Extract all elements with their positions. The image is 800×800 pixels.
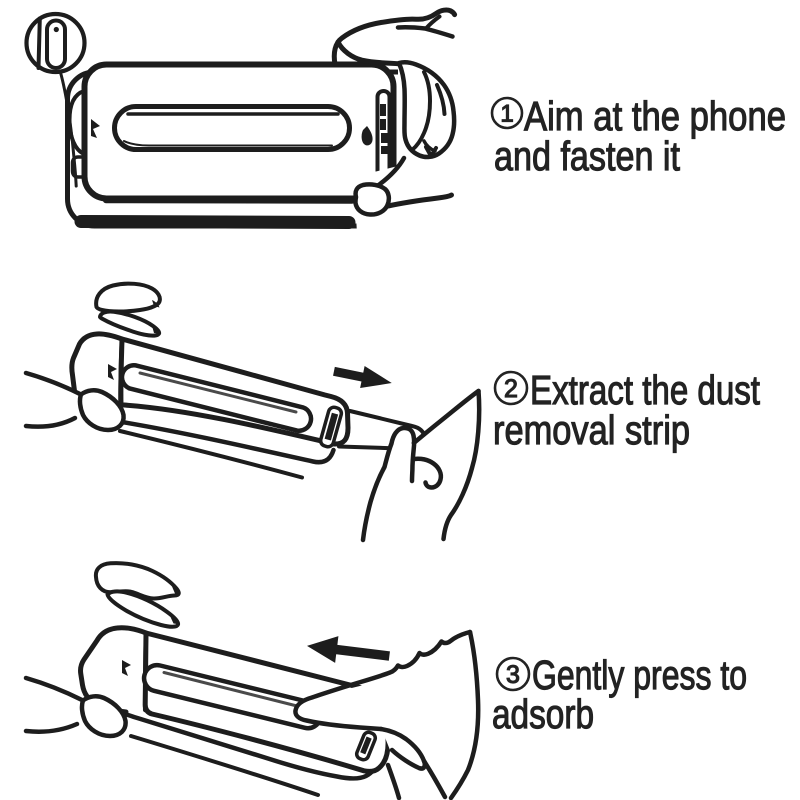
svg-text:1: 1 bbox=[500, 101, 513, 128]
svg-text:Aim at the phone: Aim at the phone bbox=[524, 93, 786, 139]
svg-text:2: 2 bbox=[504, 375, 518, 403]
svg-text:Gently press to: Gently press to bbox=[532, 652, 747, 698]
svg-text:Extract the dust: Extract the dust bbox=[530, 367, 760, 413]
svg-text:removal strip: removal strip bbox=[493, 407, 690, 453]
svg-text:adsorb: adsorb bbox=[492, 691, 594, 737]
svg-text:and fasten it: and fasten it bbox=[494, 133, 680, 179]
svg-text:3: 3 bbox=[506, 661, 520, 689]
